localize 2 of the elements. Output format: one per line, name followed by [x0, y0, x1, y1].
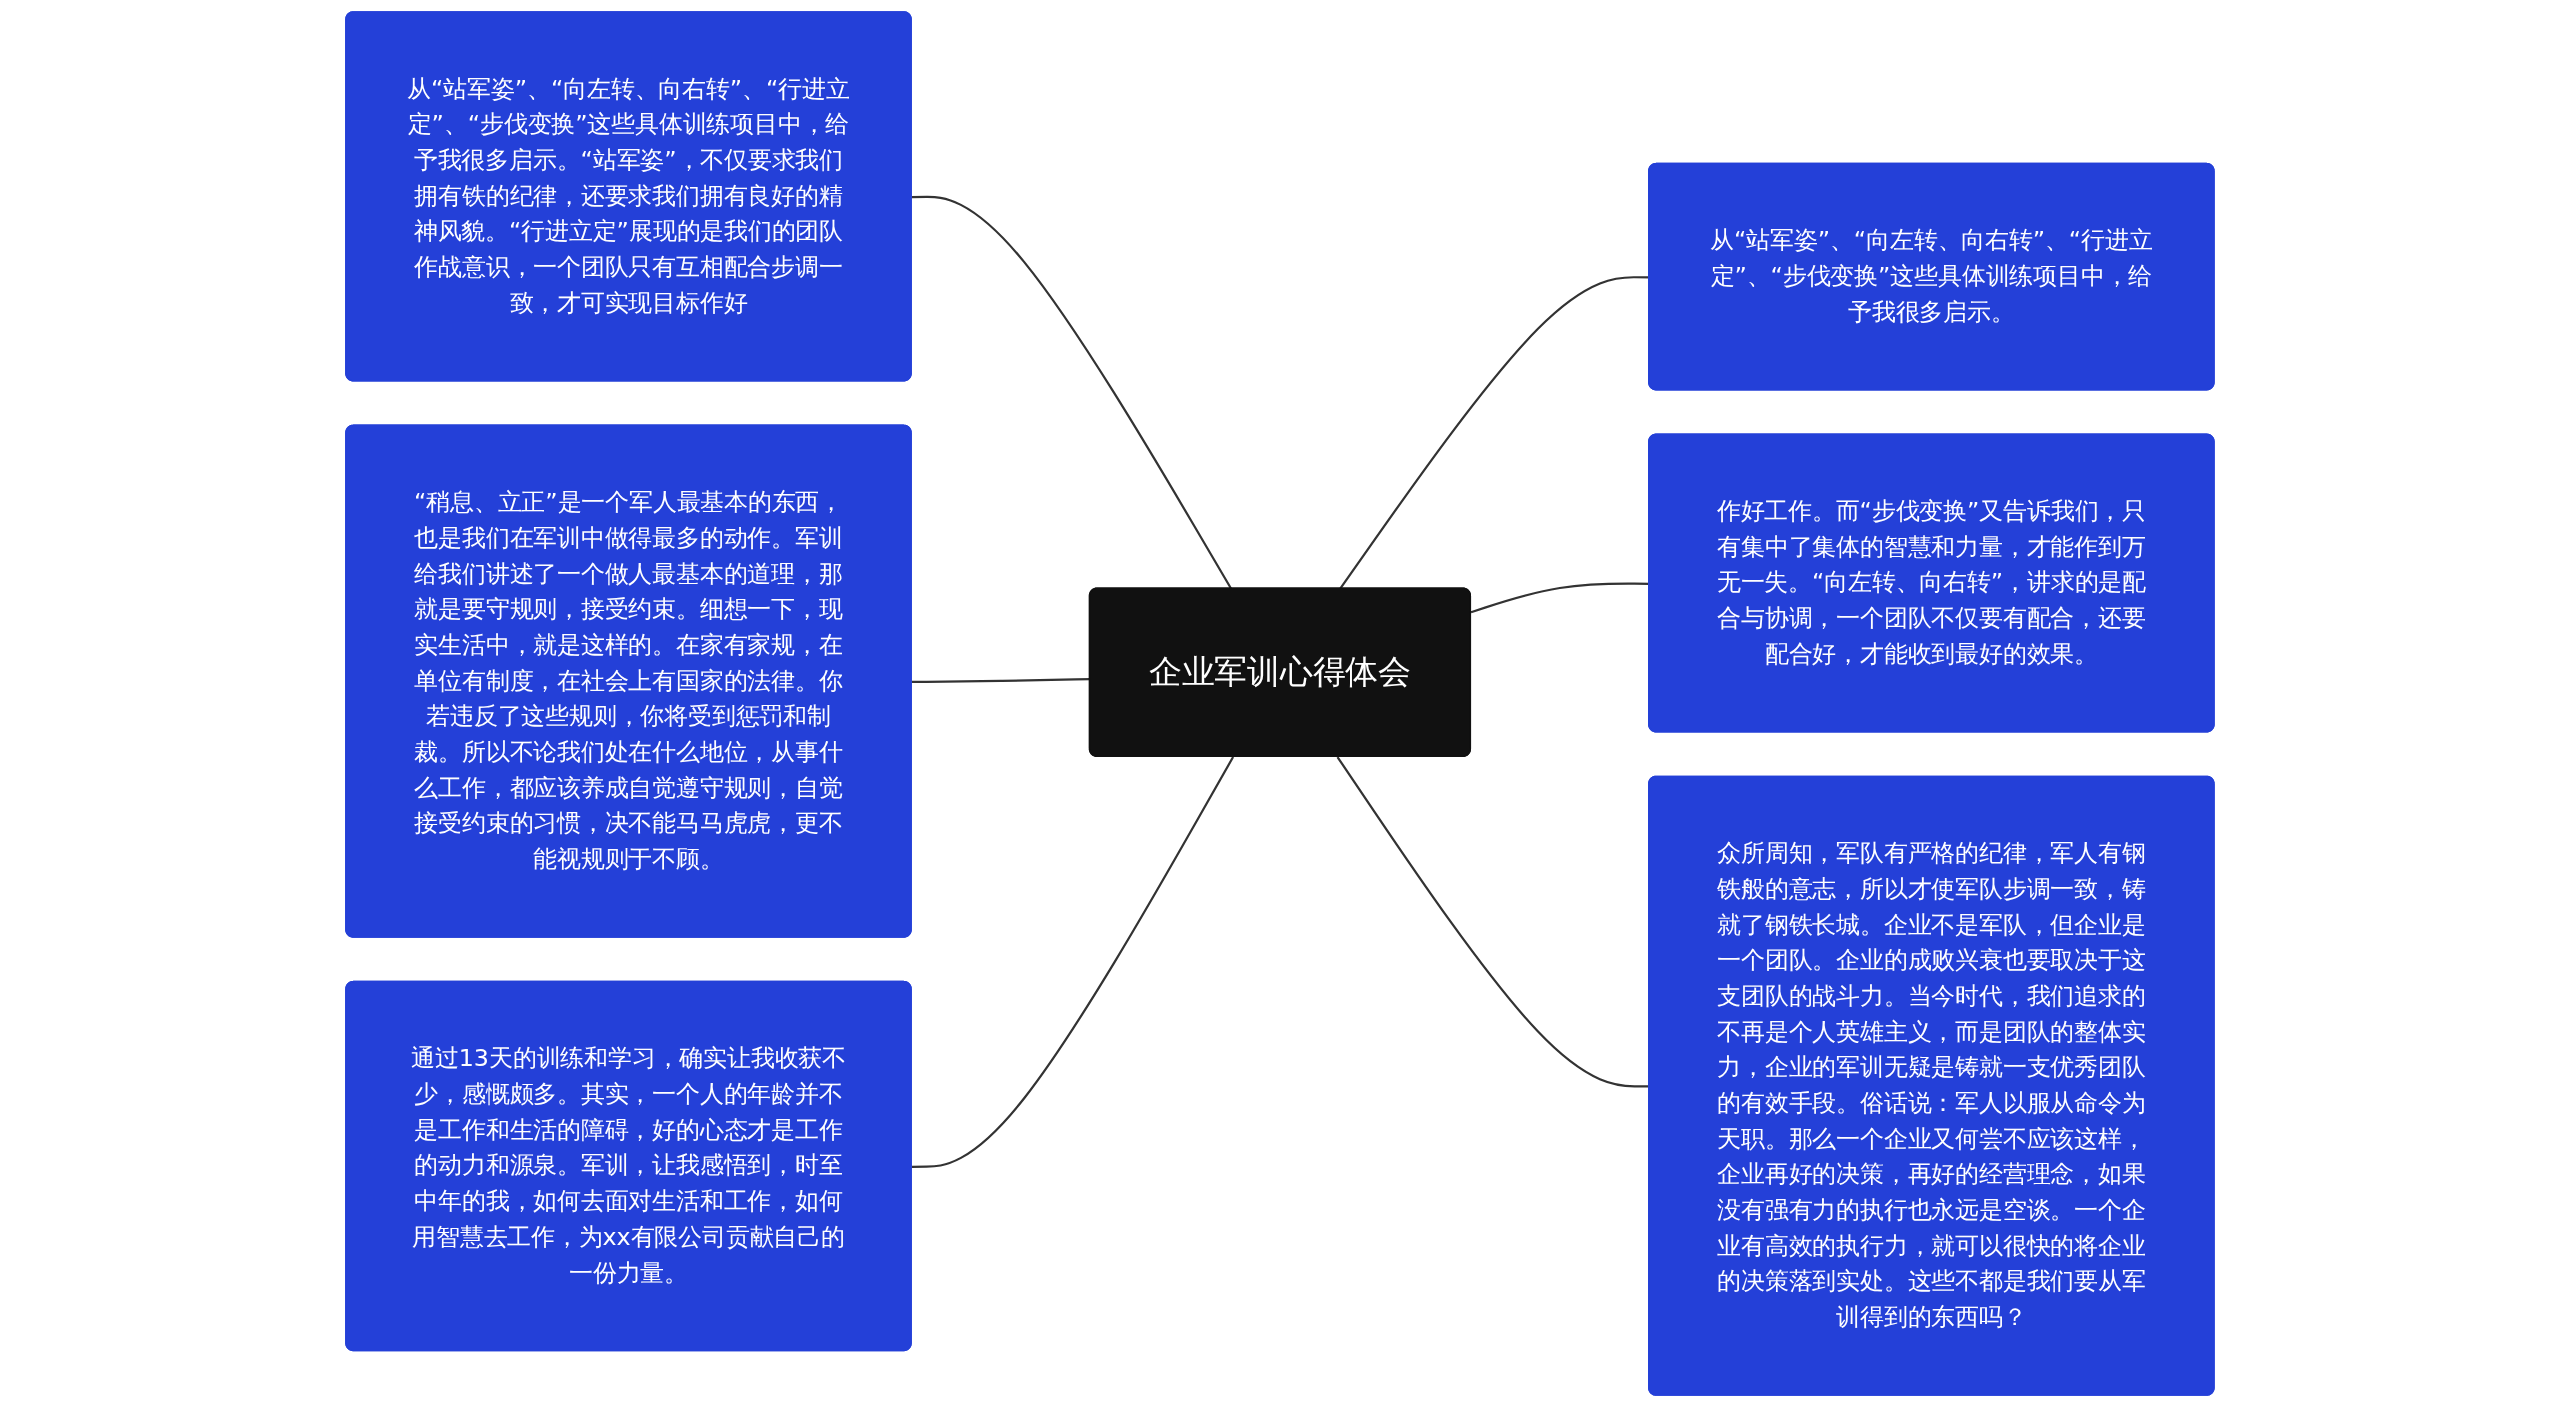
connector — [911, 195, 1233, 590]
connector — [911, 756, 1235, 1168]
